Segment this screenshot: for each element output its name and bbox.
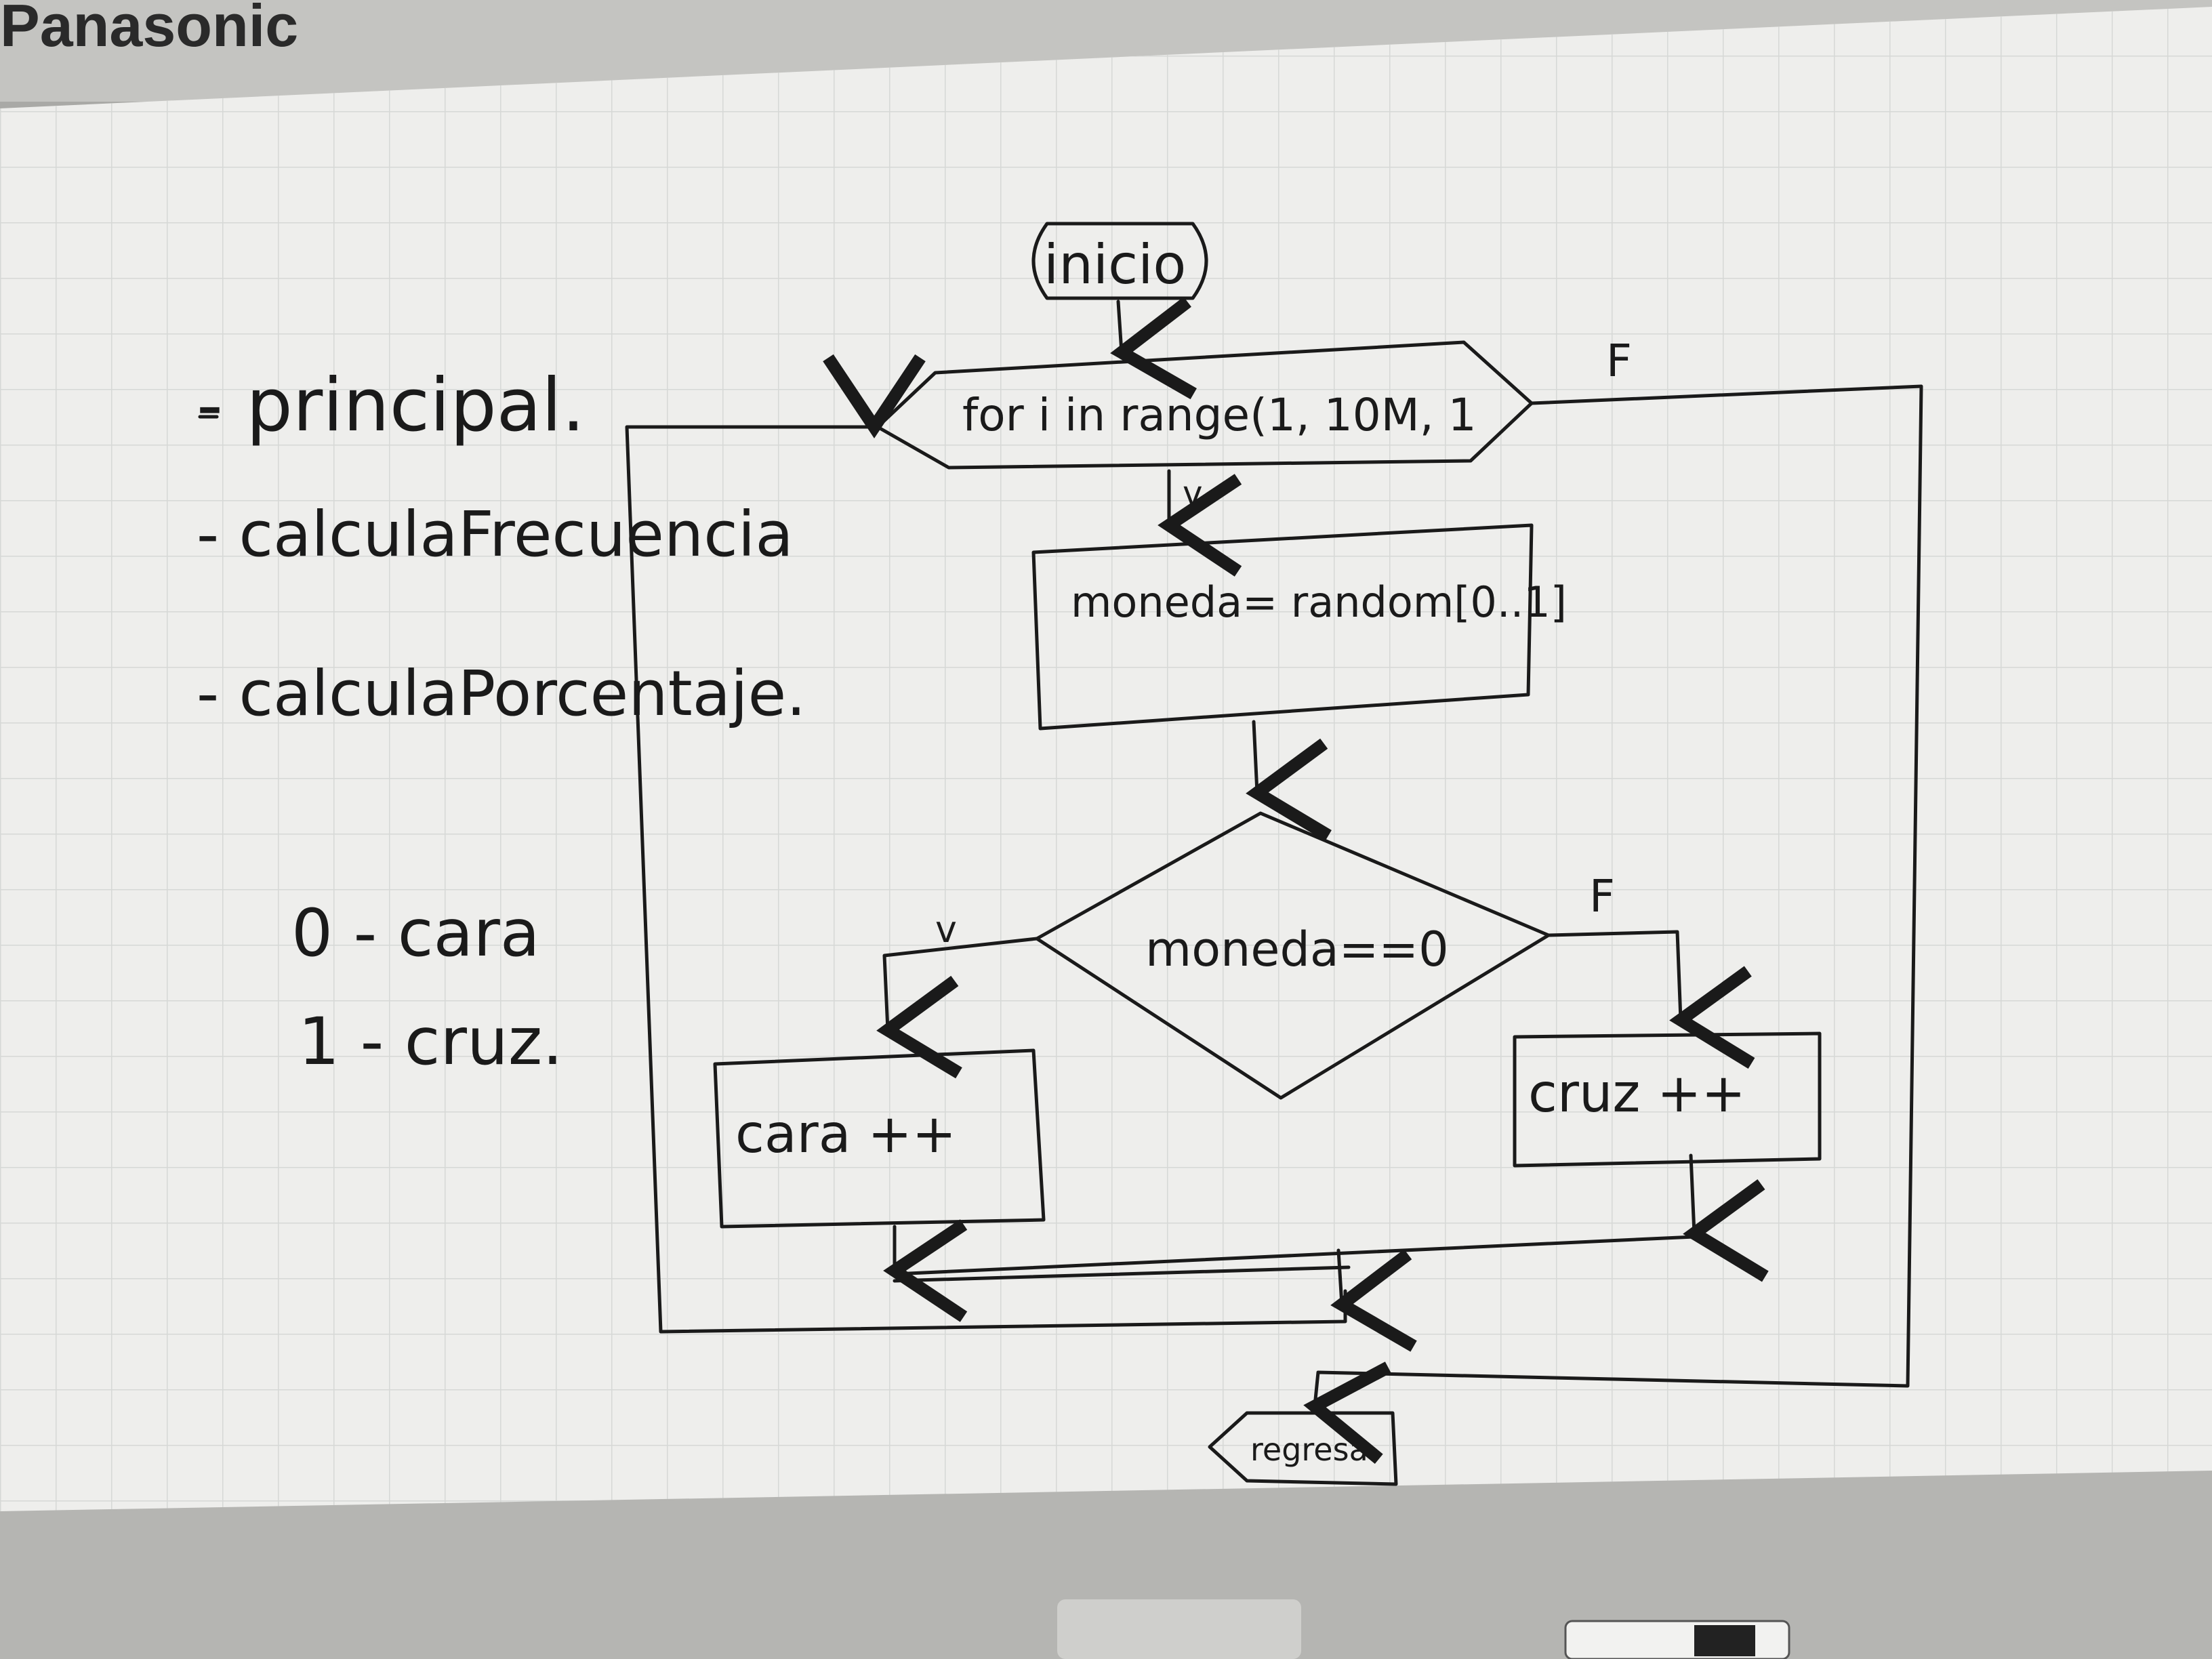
true-action-box bbox=[713, 1048, 1046, 1229]
end-label: regresa bbox=[1250, 1431, 1368, 1468]
whiteboard-grid bbox=[0, 7, 2212, 1511]
eraser bbox=[1057, 1599, 1301, 1659]
marker-tray bbox=[0, 1471, 2212, 1659]
note-principal: - principal. bbox=[197, 363, 585, 448]
decision-diamond bbox=[1035, 811, 1551, 1100]
decision-true-label: v bbox=[935, 908, 957, 951]
legend-cara: 0 - cara bbox=[291, 895, 540, 971]
decision-false-label: F bbox=[1589, 870, 1615, 922]
merge-line bbox=[893, 1235, 1696, 1276]
true-action-label: cara ++ bbox=[735, 1104, 956, 1165]
loop-true-label: v bbox=[1183, 474, 1203, 513]
end-terminal bbox=[1208, 1411, 1398, 1486]
marker-pen bbox=[1564, 1620, 1790, 1659]
note-calcula-frecuencia: - calculaFrecuencia bbox=[197, 498, 794, 571]
panasonic-logo: Panasonic bbox=[0, 0, 298, 59]
merge-line-lower bbox=[893, 1265, 1351, 1283]
true-branch-path bbox=[876, 937, 1039, 1079]
note-calcula-porcentaje: - calculaPorcentaje. bbox=[197, 657, 806, 730]
loop-false-label: F bbox=[1606, 335, 1632, 387]
false-action-box bbox=[1513, 1031, 1822, 1168]
false-action-label: cruz ++ bbox=[1528, 1063, 1746, 1124]
arrow-assign-to-decision bbox=[1246, 720, 1332, 842]
loop-false-path bbox=[1303, 384, 1923, 1465]
brand-label: Panasonic bbox=[0, 0, 298, 59]
arrow-start-to-loop bbox=[1110, 296, 1197, 400]
assign-label: moneda= random[0..1] bbox=[1071, 577, 1567, 627]
assign-box bbox=[1031, 523, 1534, 731]
arrow-false-down bbox=[1683, 1153, 1769, 1282]
function-notes: - principal. - calculaFrecuencia - calcu… bbox=[197, 363, 806, 730]
legend-cruz: 1 - cruz. bbox=[298, 1004, 563, 1080]
legend-notes: 0 - cara 1 - cruz. bbox=[291, 895, 563, 1080]
loop-label: for i in range(1, 10M, 1 bbox=[962, 389, 1477, 441]
arrow-merge-down bbox=[1330, 1248, 1417, 1352]
decision-label: moneda==0 bbox=[1145, 922, 1449, 977]
false-branch-path bbox=[1547, 930, 1755, 1069]
start-label: inicio bbox=[1044, 233, 1186, 296]
